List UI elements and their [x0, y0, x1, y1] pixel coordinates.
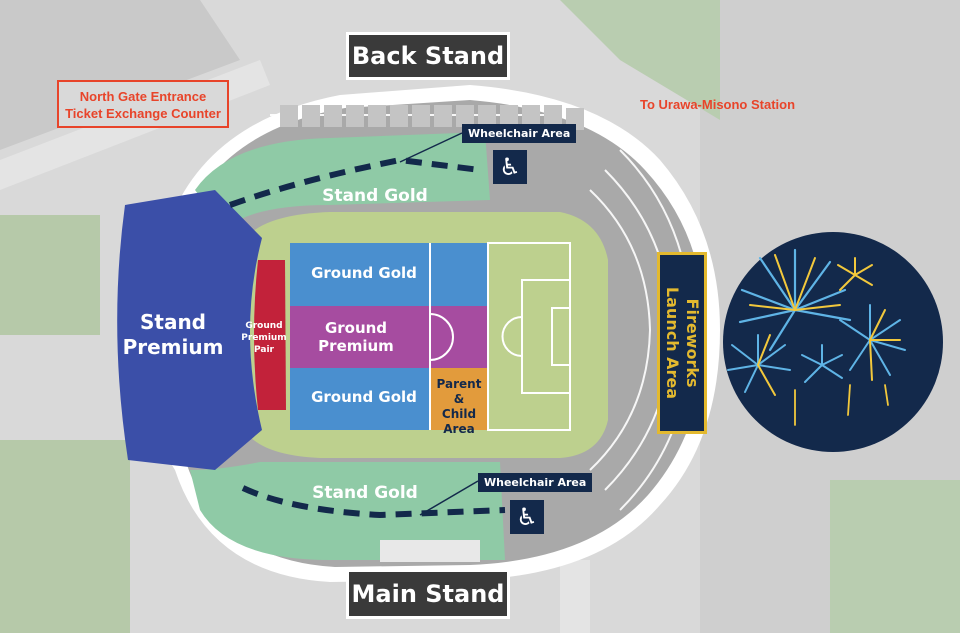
fireworks-icon: [727, 248, 906, 426]
wheelchair-icon: ♿: [493, 150, 527, 184]
station-label: To Urawa-Misono Station: [640, 97, 796, 112]
parent-child-line1: Parent &: [436, 377, 482, 406]
wheelchair-area-top-label: Wheelchair Area: [462, 124, 577, 143]
fireworks-line1: Fireworks: [683, 298, 702, 388]
ground-premium-label: Ground Premium: [282, 319, 430, 355]
ground-premium-pair-line3: Pair: [254, 345, 274, 355]
ground-premium-pair-label: Ground Premium Pair: [238, 320, 290, 356]
parent-child-line3: Area: [443, 422, 475, 436]
ground-gold-bottom-label: Ground Gold: [311, 388, 417, 406]
north-gate-text: North Gate Entrance: [79, 89, 207, 104]
parent-child-area-label: Parent & Child Area: [430, 377, 488, 437]
ground-premium-pair-line2: Premium: [241, 333, 287, 343]
ground-premium-line2: Premium: [318, 337, 394, 355]
fireworks-launch-area-label: Fireworks Launch Area: [657, 252, 707, 434]
stand-gold-bottom-label: Stand Gold: [312, 483, 418, 503]
parent-child-line2: Child: [441, 407, 477, 421]
wheelchair-icon: ♿: [510, 500, 544, 534]
wheelchair-area-bottom-label: Wheelchair Area: [478, 473, 593, 492]
stand-premium-label: Stand Premium: [118, 310, 228, 360]
back-stand-label: Back Stand: [346, 32, 510, 80]
ticket-exchange-text: Ticket Exchange Counter: [65, 106, 221, 121]
fireworks-launch-circle: [723, 232, 943, 452]
ground-gold-top-label: Ground Gold: [311, 264, 417, 282]
stand-premium-line1: Stand: [139, 310, 206, 334]
ground-premium-line1: Ground: [324, 319, 388, 337]
stand-gold-top-label: Stand Gold: [322, 186, 428, 206]
fireworks-line2: Launch Area: [663, 286, 682, 400]
north-gate-label: North Gate Entrance Ticket Exchange Coun…: [57, 80, 229, 128]
stand-premium-line2: Premium: [122, 335, 224, 359]
fireworks-launch-text: Fireworks Launch Area: [662, 287, 702, 399]
main-stand-label: Main Stand: [346, 569, 510, 619]
ground-premium-pair-line1: Ground: [245, 321, 283, 331]
